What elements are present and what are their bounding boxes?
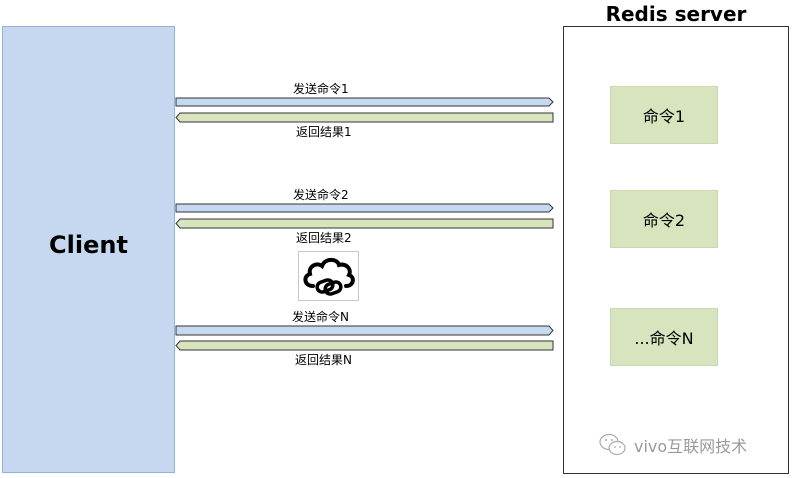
return-label-1: 返回结果1 [296,125,352,139]
send-label-n: 发送命令N [292,310,349,324]
client-box: Client [2,26,175,473]
server-title: Redis server [605,2,747,26]
return-arrow-1 [175,112,554,123]
cloud-link-icon [298,251,359,301]
wechat-icon [599,433,626,456]
watermark: vivo互联网技术 [598,432,747,458]
return-label-2: 返回结果2 [296,231,352,245]
return-arrow-2 [175,218,554,229]
return-arrow-n [175,340,554,351]
watermark-text: vivo互联网技术 [634,437,748,456]
command-box-1: 命令1 [610,86,718,144]
send-label-2: 发送命令2 [293,188,349,202]
send-arrow-1 [175,97,554,107]
send-label-1: 发送命令1 [293,82,349,96]
command-label: ...命令N [634,329,694,348]
command-box-n: ...命令N [610,308,718,366]
send-arrow-n [175,325,554,336]
command-label: 命令1 [642,107,686,126]
command-box-2: 命令2 [610,190,718,248]
return-label-n: 返回结果N [295,353,352,367]
client-label: Client [49,231,128,259]
command-label: 命令2 [642,211,686,230]
send-arrow-2 [175,203,554,213]
